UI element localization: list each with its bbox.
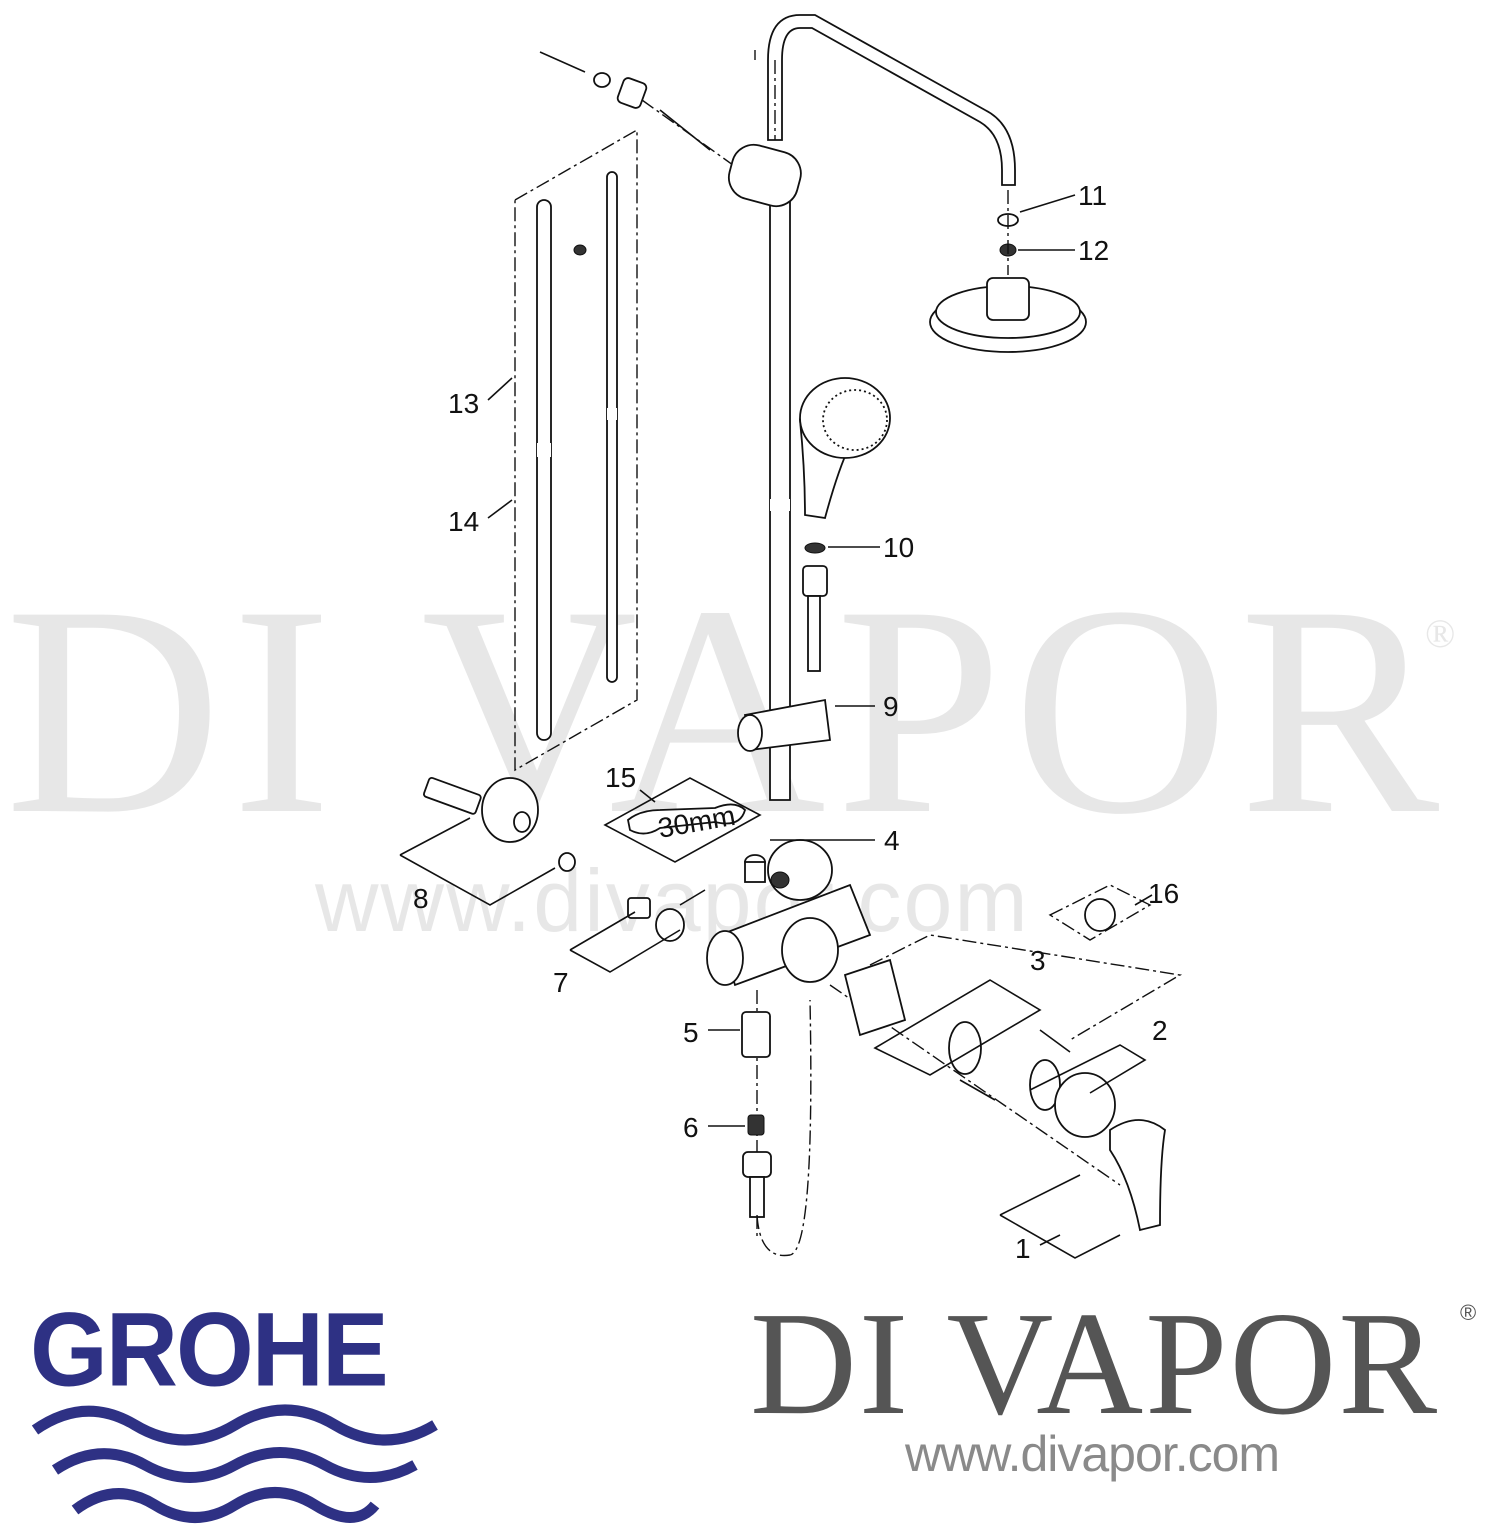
part-label-5: 5 — [683, 1017, 699, 1048]
part-label-6: 6 — [683, 1112, 699, 1143]
part-label-4: 4 — [884, 825, 900, 856]
handle-cartridge-set — [843, 884, 1183, 1259]
part-label-3: 3 — [1030, 945, 1046, 976]
riser-rail — [727, 14, 1016, 801]
part-label-15: 15 — [605, 762, 636, 793]
check-valve-set — [569, 889, 706, 973]
part-label-14: 14 — [448, 506, 479, 537]
grohe-waves-icon — [31, 1404, 438, 1523]
divapor-logo-text: DI VAPOR — [750, 1282, 1440, 1446]
exploded-parts-diagram: 30mm — [399, 14, 1183, 1264]
watermark-registered: ® — [1425, 611, 1456, 656]
divapor-registered-mark: ® — [1460, 1300, 1477, 1325]
thermostatic-mixer-body — [706, 839, 1121, 1240]
part-label-1: 1 — [1015, 1233, 1031, 1264]
divapor-url: www.divapor.com — [905, 1426, 1280, 1482]
inlet-connector-set — [399, 776, 576, 906]
wall-fixing-screws — [539, 51, 741, 171]
rail-kit-panel — [514, 128, 638, 772]
part-label-7: 7 — [553, 967, 569, 998]
grohe-logo-text: GROHE — [30, 1291, 389, 1409]
part-label-2: 2 — [1152, 1015, 1168, 1046]
head-shower — [929, 190, 1087, 353]
part-label-12: 12 — [1078, 235, 1109, 266]
tool-size-label: 30mm — [656, 800, 738, 844]
leader-lines — [487, 194, 1153, 1246]
part-label-10: 10 — [883, 532, 914, 563]
part-label-9: 9 — [883, 691, 899, 722]
hand-shower — [737, 377, 891, 752]
cartridge-parts — [741, 999, 812, 1257]
part-label-13: 13 — [448, 388, 479, 419]
part-label-16: 16 — [1148, 878, 1179, 909]
part-label-8: 8 — [413, 883, 429, 914]
part-label-11: 11 — [1078, 180, 1107, 211]
